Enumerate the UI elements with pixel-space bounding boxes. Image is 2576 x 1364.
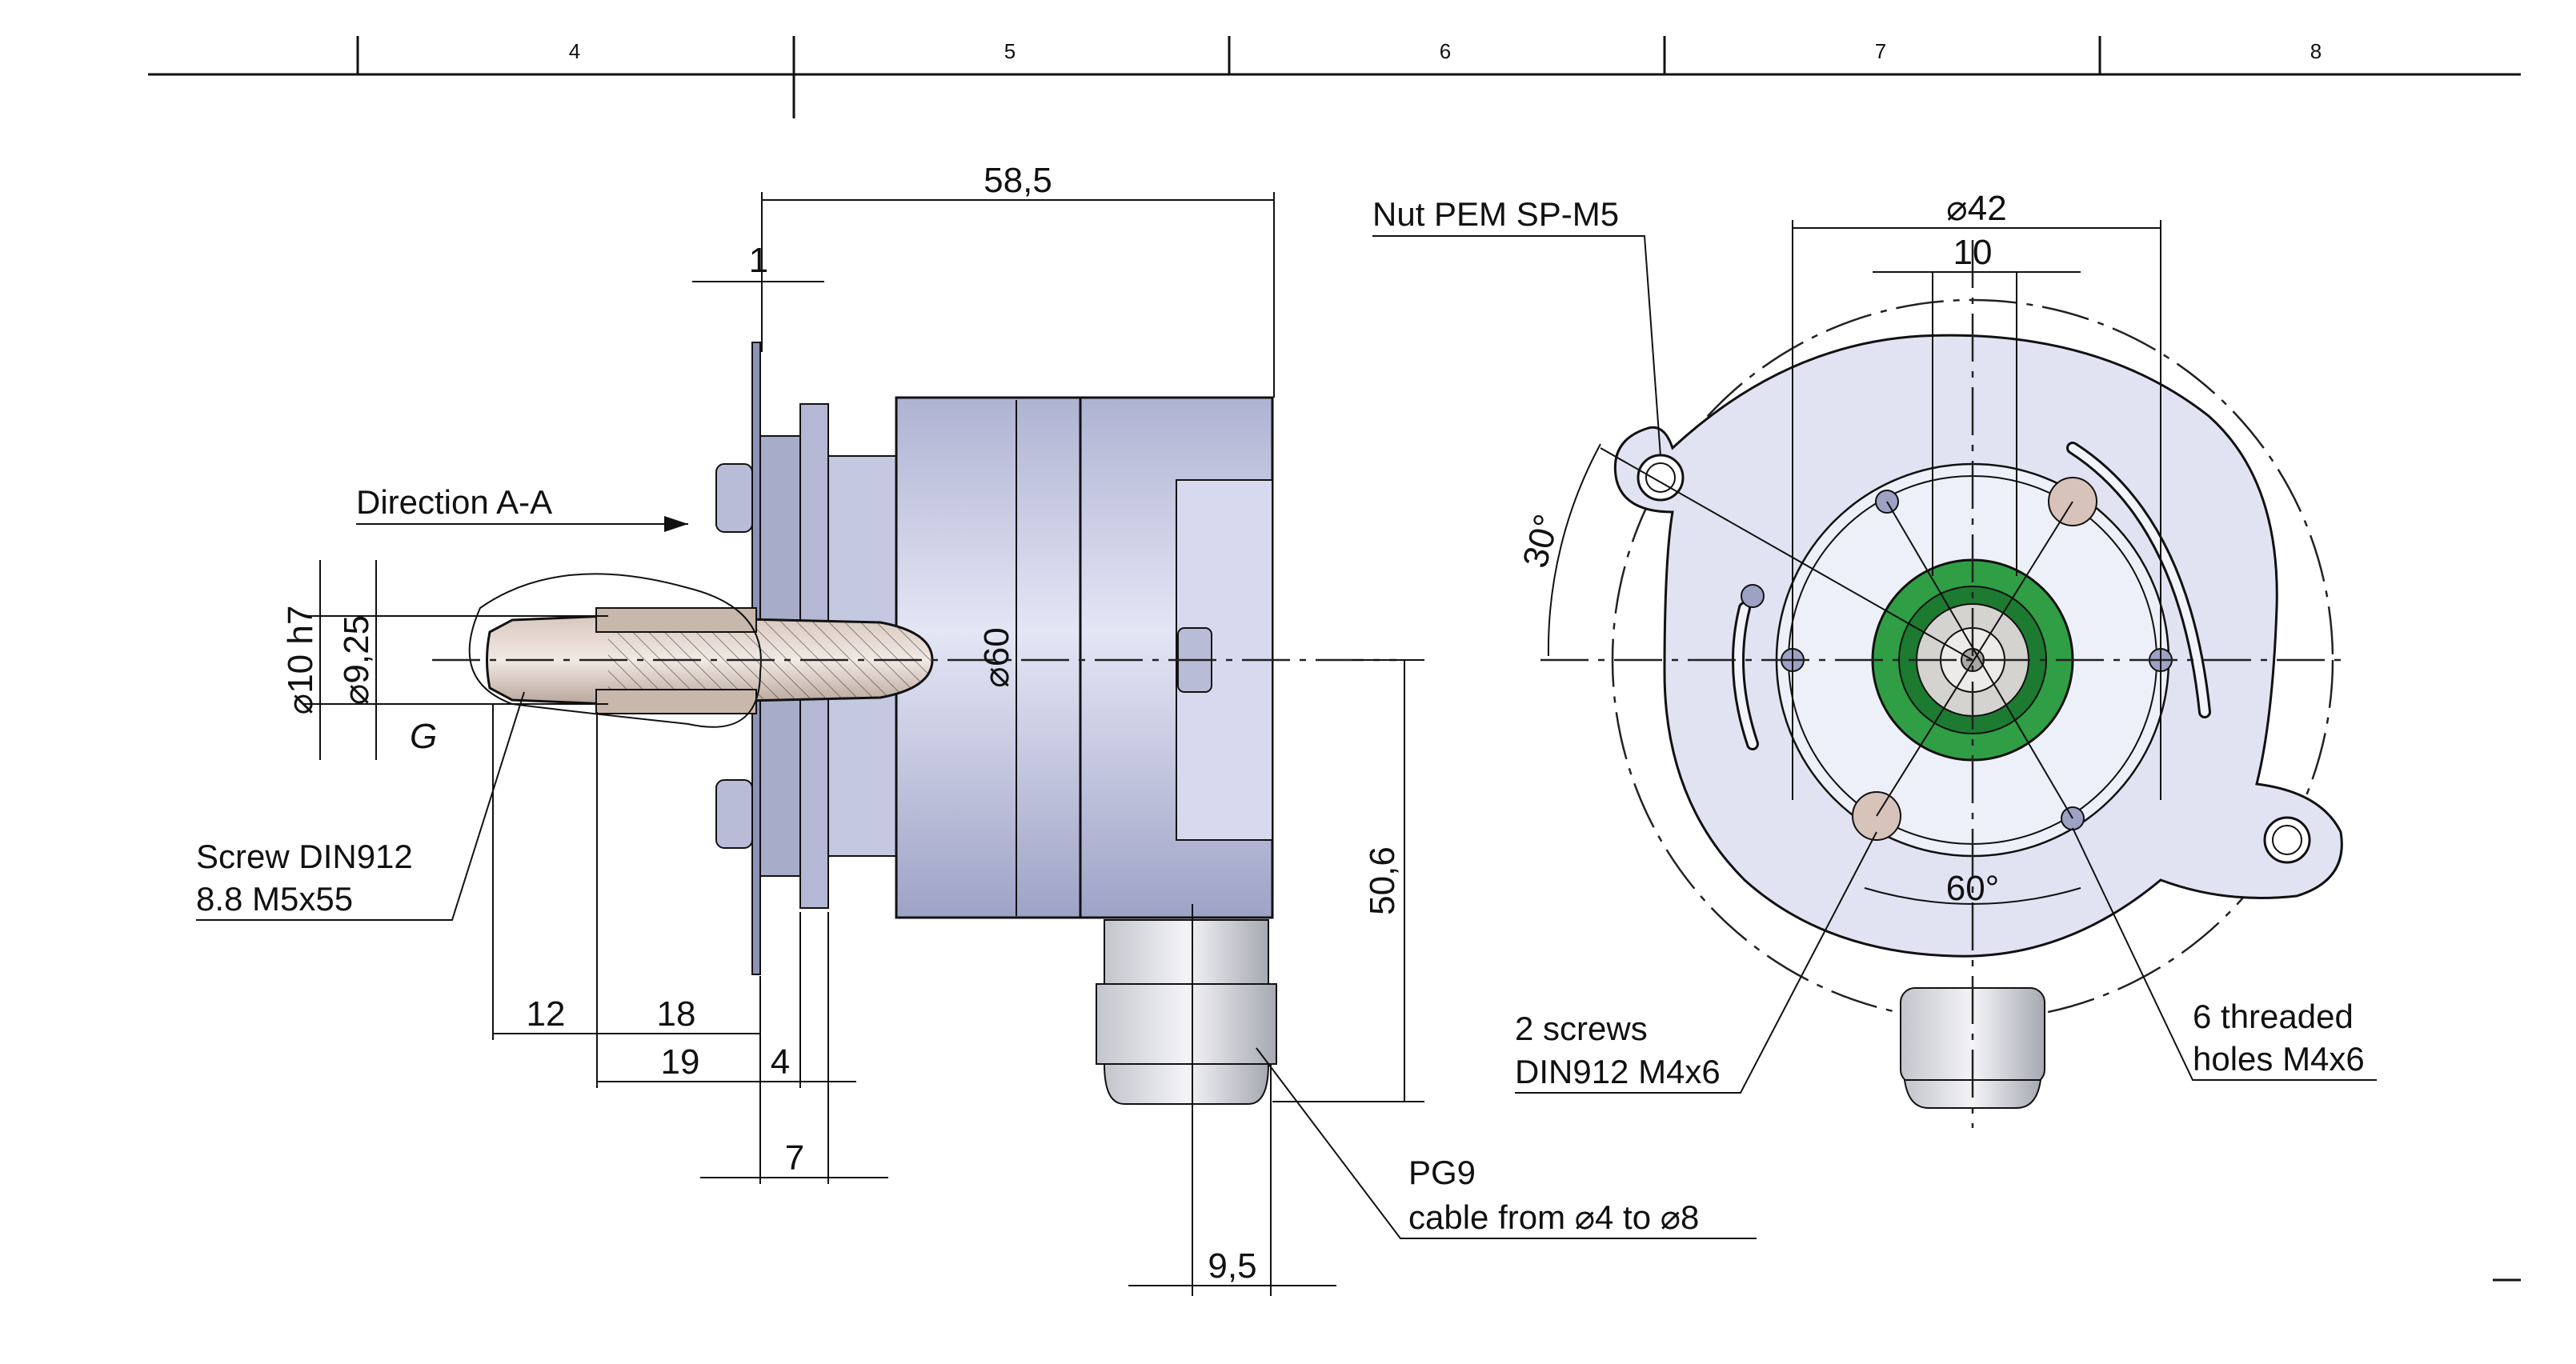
ear-hole-left (1637, 454, 1685, 502)
front-view: ⌀42 10 30° 60° Nut PEM SP-M5 2 screws DI… (1372, 189, 2377, 1128)
note-pg9: PG9 (1408, 1154, 1476, 1191)
dim-bolt-circle: ⌀42 (1946, 189, 2006, 228)
note-threaded-1: 6 threaded (2193, 998, 2354, 1035)
note-screw-line2: 8.8 M5x55 (196, 880, 353, 918)
dim-overall-length: 58,5 (984, 161, 1052, 200)
zone-strip: 4 5 6 7 8 (148, 36, 2521, 1282)
cable-gland-body (1096, 983, 1277, 1065)
dim-bore-diameter: ⌀9,25 (337, 615, 376, 705)
dim-slot-width: 10 (1953, 233, 1993, 272)
dim-gland-offset: 50,6 (1363, 846, 1402, 915)
detail-outline (468, 573, 762, 728)
dim-angle-30: 30° (1516, 510, 1568, 572)
zone-number-8: 8 (2310, 39, 2322, 63)
ear-hole-right (2263, 816, 2311, 864)
note-cable: cable from ⌀4 to ⌀8 (1408, 1198, 1699, 1236)
flange-bolt-top (715, 463, 753, 533)
dim-18: 18 (657, 994, 696, 1034)
label-g: G (410, 717, 437, 756)
dim-7: 7 (785, 1138, 804, 1178)
side-view: 58,5 1 ⌀60 ⌀10 h7 ⌀9,25 G 12 18 19 4 7 5… (196, 161, 1757, 1296)
dim-shaft-diameter: ⌀10 h7 (281, 606, 320, 715)
flange-bolt-bottom (715, 779, 753, 849)
note-two-screws-1: 2 screws (1515, 1010, 1648, 1047)
cable-gland-nut (1104, 919, 1269, 985)
note-screw-line1: Screw DIN912 (196, 838, 413, 875)
dim-4: 4 (771, 1042, 790, 1082)
note-two-screws-2: DIN912 M4x6 (1515, 1053, 1721, 1090)
zone-number-6: 6 (1440, 39, 1451, 63)
zone-number-4: 4 (569, 39, 580, 63)
dim-angle-60: 60° (1946, 869, 2000, 908)
note-nut: Nut PEM SP-M5 (1372, 195, 1619, 233)
note-threaded-2: holes M4x6 (2193, 1040, 2365, 1078)
dim-flange-thickness: 1 (749, 241, 768, 280)
dim-gland-width: 9,5 (1208, 1246, 1256, 1286)
dim-19: 19 (661, 1042, 700, 1082)
cable-gland-dome (1103, 1063, 1270, 1105)
clamp-collar (595, 607, 757, 633)
dim-12: 12 (527, 994, 566, 1034)
zone-number-5: 5 (1004, 39, 1016, 63)
zone-number-7: 7 (1875, 39, 1886, 63)
dim-body-diameter: ⌀60 (977, 627, 1016, 687)
note-direction: Direction A-A (356, 483, 552, 521)
